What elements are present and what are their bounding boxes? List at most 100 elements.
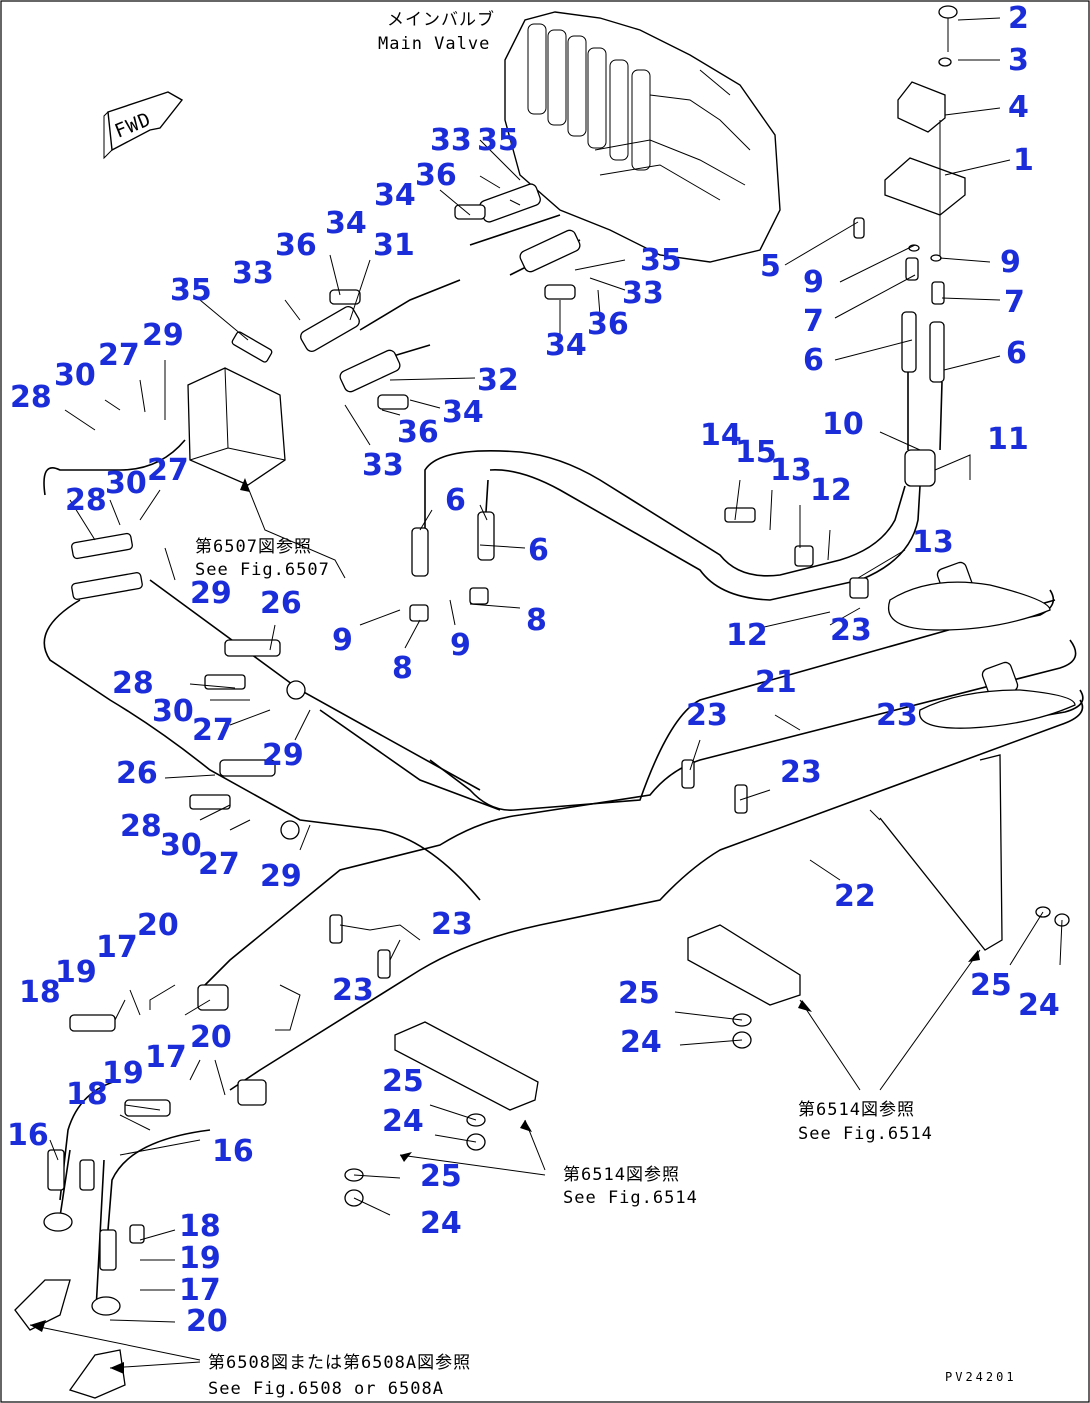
callout-29: 29 [190,576,232,611]
callout-6: 6 [445,483,466,518]
ref-6508-label-en: See Fig.6508 or 6508A [208,1379,444,1399]
fwd-arrow: FWD [103,91,184,160]
callout-34: 34 [325,206,367,241]
callout-29: 29 [142,318,184,353]
callout-12: 12 [726,618,768,653]
callout-17: 17 [96,930,138,965]
ref-6508-label-jp: 第6508図または第6508A図参照 [208,1353,471,1373]
callout-20: 20 [190,1020,232,1055]
callout-36: 36 [397,415,439,450]
callout-16: 16 [7,1118,49,1153]
callout-24: 24 [382,1104,424,1139]
clamps-and-fittings [43,183,1019,1316]
callout-3: 3 [1008,43,1029,78]
callout-34: 34 [442,395,484,430]
callout-36: 36 [275,228,317,263]
callout-28: 28 [65,483,107,518]
callout-33: 33 [362,448,404,483]
callout-25: 25 [970,968,1012,1003]
callout-28: 28 [112,666,154,701]
callout-28: 28 [120,809,162,844]
part-callouts: 2 3 4 1 5 9 9 7 7 6 6 10 11 33 35 36 34 … [7,1,1060,1339]
callout-9: 9 [1000,245,1021,280]
callout-34: 34 [374,178,416,213]
callout-6: 6 [528,533,549,568]
callout-9: 9 [803,265,824,300]
callout-17: 17 [179,1273,221,1308]
callout-6: 6 [1006,336,1027,371]
callout-26: 26 [260,586,302,621]
callout-23: 23 [830,613,872,648]
ref-6507-label-en: See Fig.6507 [195,560,330,580]
callout-11: 11 [987,422,1029,457]
callout-23: 23 [332,973,374,1008]
callout-7: 7 [1004,285,1025,320]
callout-27: 27 [198,847,240,882]
callout-30: 30 [160,828,202,863]
callout-15: 15 [735,435,777,470]
ref-6514-right-label-jp: 第6514図参照 [798,1100,915,1120]
callout-12: 12 [810,473,852,508]
main-valve-illustration [504,11,781,263]
callout-33: 33 [430,123,472,158]
callout-5: 5 [760,249,781,284]
callout-35: 35 [640,243,682,278]
callout-7: 7 [803,304,824,339]
main-valve-label-en: Main Valve [378,34,490,54]
callout-24: 24 [1018,988,1060,1023]
callout-26: 26 [116,756,158,791]
callout-30: 30 [54,358,96,393]
callout-35: 35 [477,123,519,158]
callout-9: 9 [450,628,471,663]
callout-33: 33 [622,276,664,311]
callout-27: 27 [98,338,140,373]
callout-22: 22 [834,879,876,914]
callout-8: 8 [526,603,547,638]
callout-35: 35 [170,273,212,308]
callout-6: 6 [803,343,824,378]
callout-30: 30 [152,694,194,729]
callout-19: 19 [55,955,97,990]
callout-18: 18 [66,1077,108,1112]
callout-18: 18 [179,1209,221,1244]
ref-6507-label-jp: 第6507図参照 [195,537,312,557]
callout-25: 25 [618,976,660,1011]
callout-2: 2 [1008,1,1029,36]
callout-27: 27 [192,713,234,748]
callout-23: 23 [780,755,822,790]
callout-25: 25 [382,1064,424,1099]
ref-6514-mid-label-en: See Fig.6514 [563,1188,698,1208]
ref-6514-right-label-en: See Fig.6514 [798,1124,933,1144]
drawing-code: PV24201 [945,1370,1017,1384]
callout-23: 23 [876,698,918,733]
callout-20: 20 [186,1304,228,1339]
callout-1: 1 [1013,143,1034,178]
reference-arrows [30,478,980,1374]
callout-28: 28 [10,380,52,415]
callout-13: 13 [770,453,812,488]
callout-13: 13 [912,525,954,560]
ref-6514-mid-label-jp: 第6514図参照 [563,1165,680,1185]
callout-8: 8 [392,651,413,686]
callout-27: 27 [147,453,189,488]
callout-24: 24 [420,1206,462,1241]
callout-16: 16 [212,1134,254,1169]
callout-36: 36 [587,307,629,342]
callout-25: 25 [420,1159,462,1194]
callout-21: 21 [755,665,797,700]
callout-29: 29 [262,738,304,773]
blocks-and-plates [14,367,1076,1399]
callout-33: 33 [232,256,274,291]
callout-36: 36 [415,158,457,193]
callout-17: 17 [145,1040,187,1075]
fwd-label: FWD [112,108,155,142]
callout-31: 31 [373,228,415,263]
callout-20: 20 [137,908,179,943]
callout-18: 18 [19,975,61,1010]
main-valve-label-jp: メインバルブ [387,9,495,30]
callout-9: 9 [332,623,353,658]
callout-34: 34 [545,328,587,363]
